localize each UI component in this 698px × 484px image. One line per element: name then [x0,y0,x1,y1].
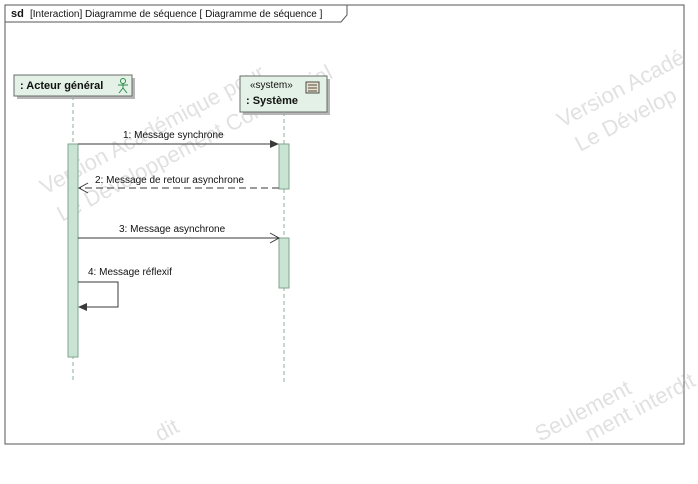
message-2[interactable]: 2: Message de retour asynchrone [77,175,279,194]
message-1[interactable]: 1: Message synchrone [78,130,279,148]
open-arrowhead-icon [77,182,89,194]
filled-arrowhead-icon [270,140,279,148]
lifeline-stereotype: «system» [250,80,293,91]
frame-title: [Interaction] Diagramme de séquence [ Di… [30,9,323,20]
filled-arrowhead-icon [78,303,87,311]
message-label: 2: Message de retour asynchrone [95,175,244,186]
message-label: 3: Message asynchrone [119,224,226,235]
message-4[interactable]: 4: Message réflexif [78,267,172,311]
system-component-icon [305,81,320,94]
message-label: 1: Message synchrone [123,130,224,141]
activation-bar-systeme-1[interactable] [278,143,290,190]
activation-bar-acteur[interactable] [67,143,79,358]
actor-icon [118,78,128,94]
open-arrowhead-icon [269,232,281,244]
message-label: 4: Message réflexif [88,267,172,278]
interaction-frame [4,4,685,445]
message-3[interactable]: 3: Message asynchrone [78,224,281,244]
activation-bar-systeme-2[interactable] [278,237,290,289]
lifeline-name: : Système [246,95,298,107]
frame-keyword: sd [11,8,24,20]
lifeline-acteur-general[interactable]: : Acteur général [13,74,135,382]
frame-title-tab [4,4,348,23]
lifeline-name: : Acteur général [20,80,103,92]
